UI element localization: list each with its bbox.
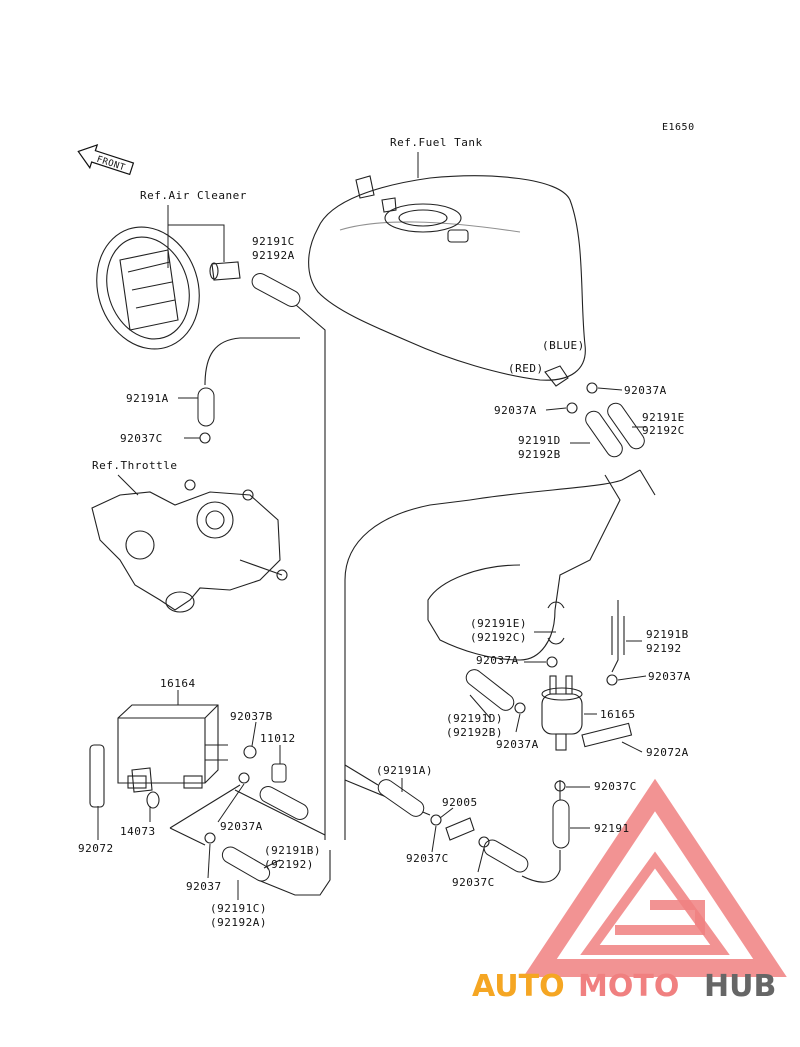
front-arrow-icon: FRONT — [77, 143, 135, 176]
label-92005: 92005 — [442, 796, 478, 809]
air-cleaner-outline — [96, 226, 241, 350]
label-11012: 11012 — [260, 732, 296, 745]
label-92192-paren: (92192) — [264, 858, 314, 871]
watermark-moto: MOTO — [578, 969, 679, 1004]
hoses — [197, 273, 645, 882]
label-92037c-right: 92037C — [594, 780, 637, 793]
label-92192a-paren: (92192A) — [210, 916, 267, 929]
label-blue: (BLUE) — [542, 339, 585, 352]
label-ref-air-cleaner: Ref.Air Cleaner — [140, 189, 247, 202]
watermark-auto: AUTO — [472, 969, 565, 1004]
label-92192-right: 92192 — [646, 642, 682, 655]
label-92191e-tank: 92191E — [642, 411, 685, 424]
label-92191b-right: 92191B — [646, 628, 689, 641]
label-92191d-tank: 92191D — [518, 434, 561, 447]
throttle-body-outline — [91, 479, 288, 613]
label-ref-throttle: Ref.Throttle — [92, 459, 177, 472]
label-16165: 16165 — [600, 708, 636, 721]
label-92037a-mid: 92037A — [476, 654, 519, 667]
label-92191c-top: 92191C — [252, 235, 295, 248]
label-92191b-paren: (92191B) — [264, 844, 321, 857]
label-92037c-bottom-2: 92037C — [452, 876, 495, 889]
fuel-tank-outline — [308, 175, 586, 387]
label-92072: 92072 — [78, 842, 114, 855]
label-92192b-mid: (92192B) — [446, 726, 503, 739]
watermark-logo — [523, 778, 787, 977]
label-92192c-tank: 92192C — [642, 424, 685, 437]
fuel-filter-outline — [541, 675, 633, 751]
label-92037c-bottom-1: 92037C — [406, 852, 449, 865]
label-92192a-top: 92192A — [252, 249, 295, 262]
label-92037a-tank-right: 92037A — [624, 384, 667, 397]
label-red: (RED) — [508, 362, 544, 375]
clamps — [199, 382, 618, 848]
watermark-hub: HUB — [704, 969, 776, 1004]
label-92191c-paren: (92191C) — [210, 902, 267, 915]
label-92037: 92037 — [186, 880, 222, 893]
label-ref-fuel-tank: Ref.Fuel Tank — [390, 136, 483, 149]
label-92191-right: 92191 — [594, 822, 630, 835]
label-16164: 16164 — [160, 677, 196, 690]
part-labels: E1650 Ref.Fuel Tank Ref.Air Cleaner Ref.… — [78, 122, 695, 929]
label-92191d-mid: (92191D) — [446, 712, 503, 725]
diagram-id: E1650 — [662, 122, 695, 133]
label-14073: 14073 — [120, 825, 156, 838]
label-92192c-mid: (92192C) — [470, 631, 527, 644]
watermark-text: AUTO MOTO HUB — [472, 969, 776, 1004]
label-92191e-mid: (92191E) — [470, 617, 527, 630]
label-92191a-left: 92191A — [126, 392, 169, 405]
canister-outline — [89, 704, 228, 809]
label-92072a: 92072A — [646, 746, 689, 759]
label-92191a-paren: (92191A) — [376, 764, 433, 777]
label-92037a-right: 92037A — [648, 670, 691, 683]
label-92037b: 92037B — [230, 710, 273, 723]
label-92037a-filter: 92037A — [496, 738, 539, 751]
label-92037c-left: 92037C — [120, 432, 163, 445]
label-92037a-tank-left: 92037A — [494, 404, 537, 417]
label-92192b-tank: 92192B — [518, 448, 561, 461]
label-92037a-canister: 92037A — [220, 820, 263, 833]
leader-lines — [97, 152, 647, 900]
